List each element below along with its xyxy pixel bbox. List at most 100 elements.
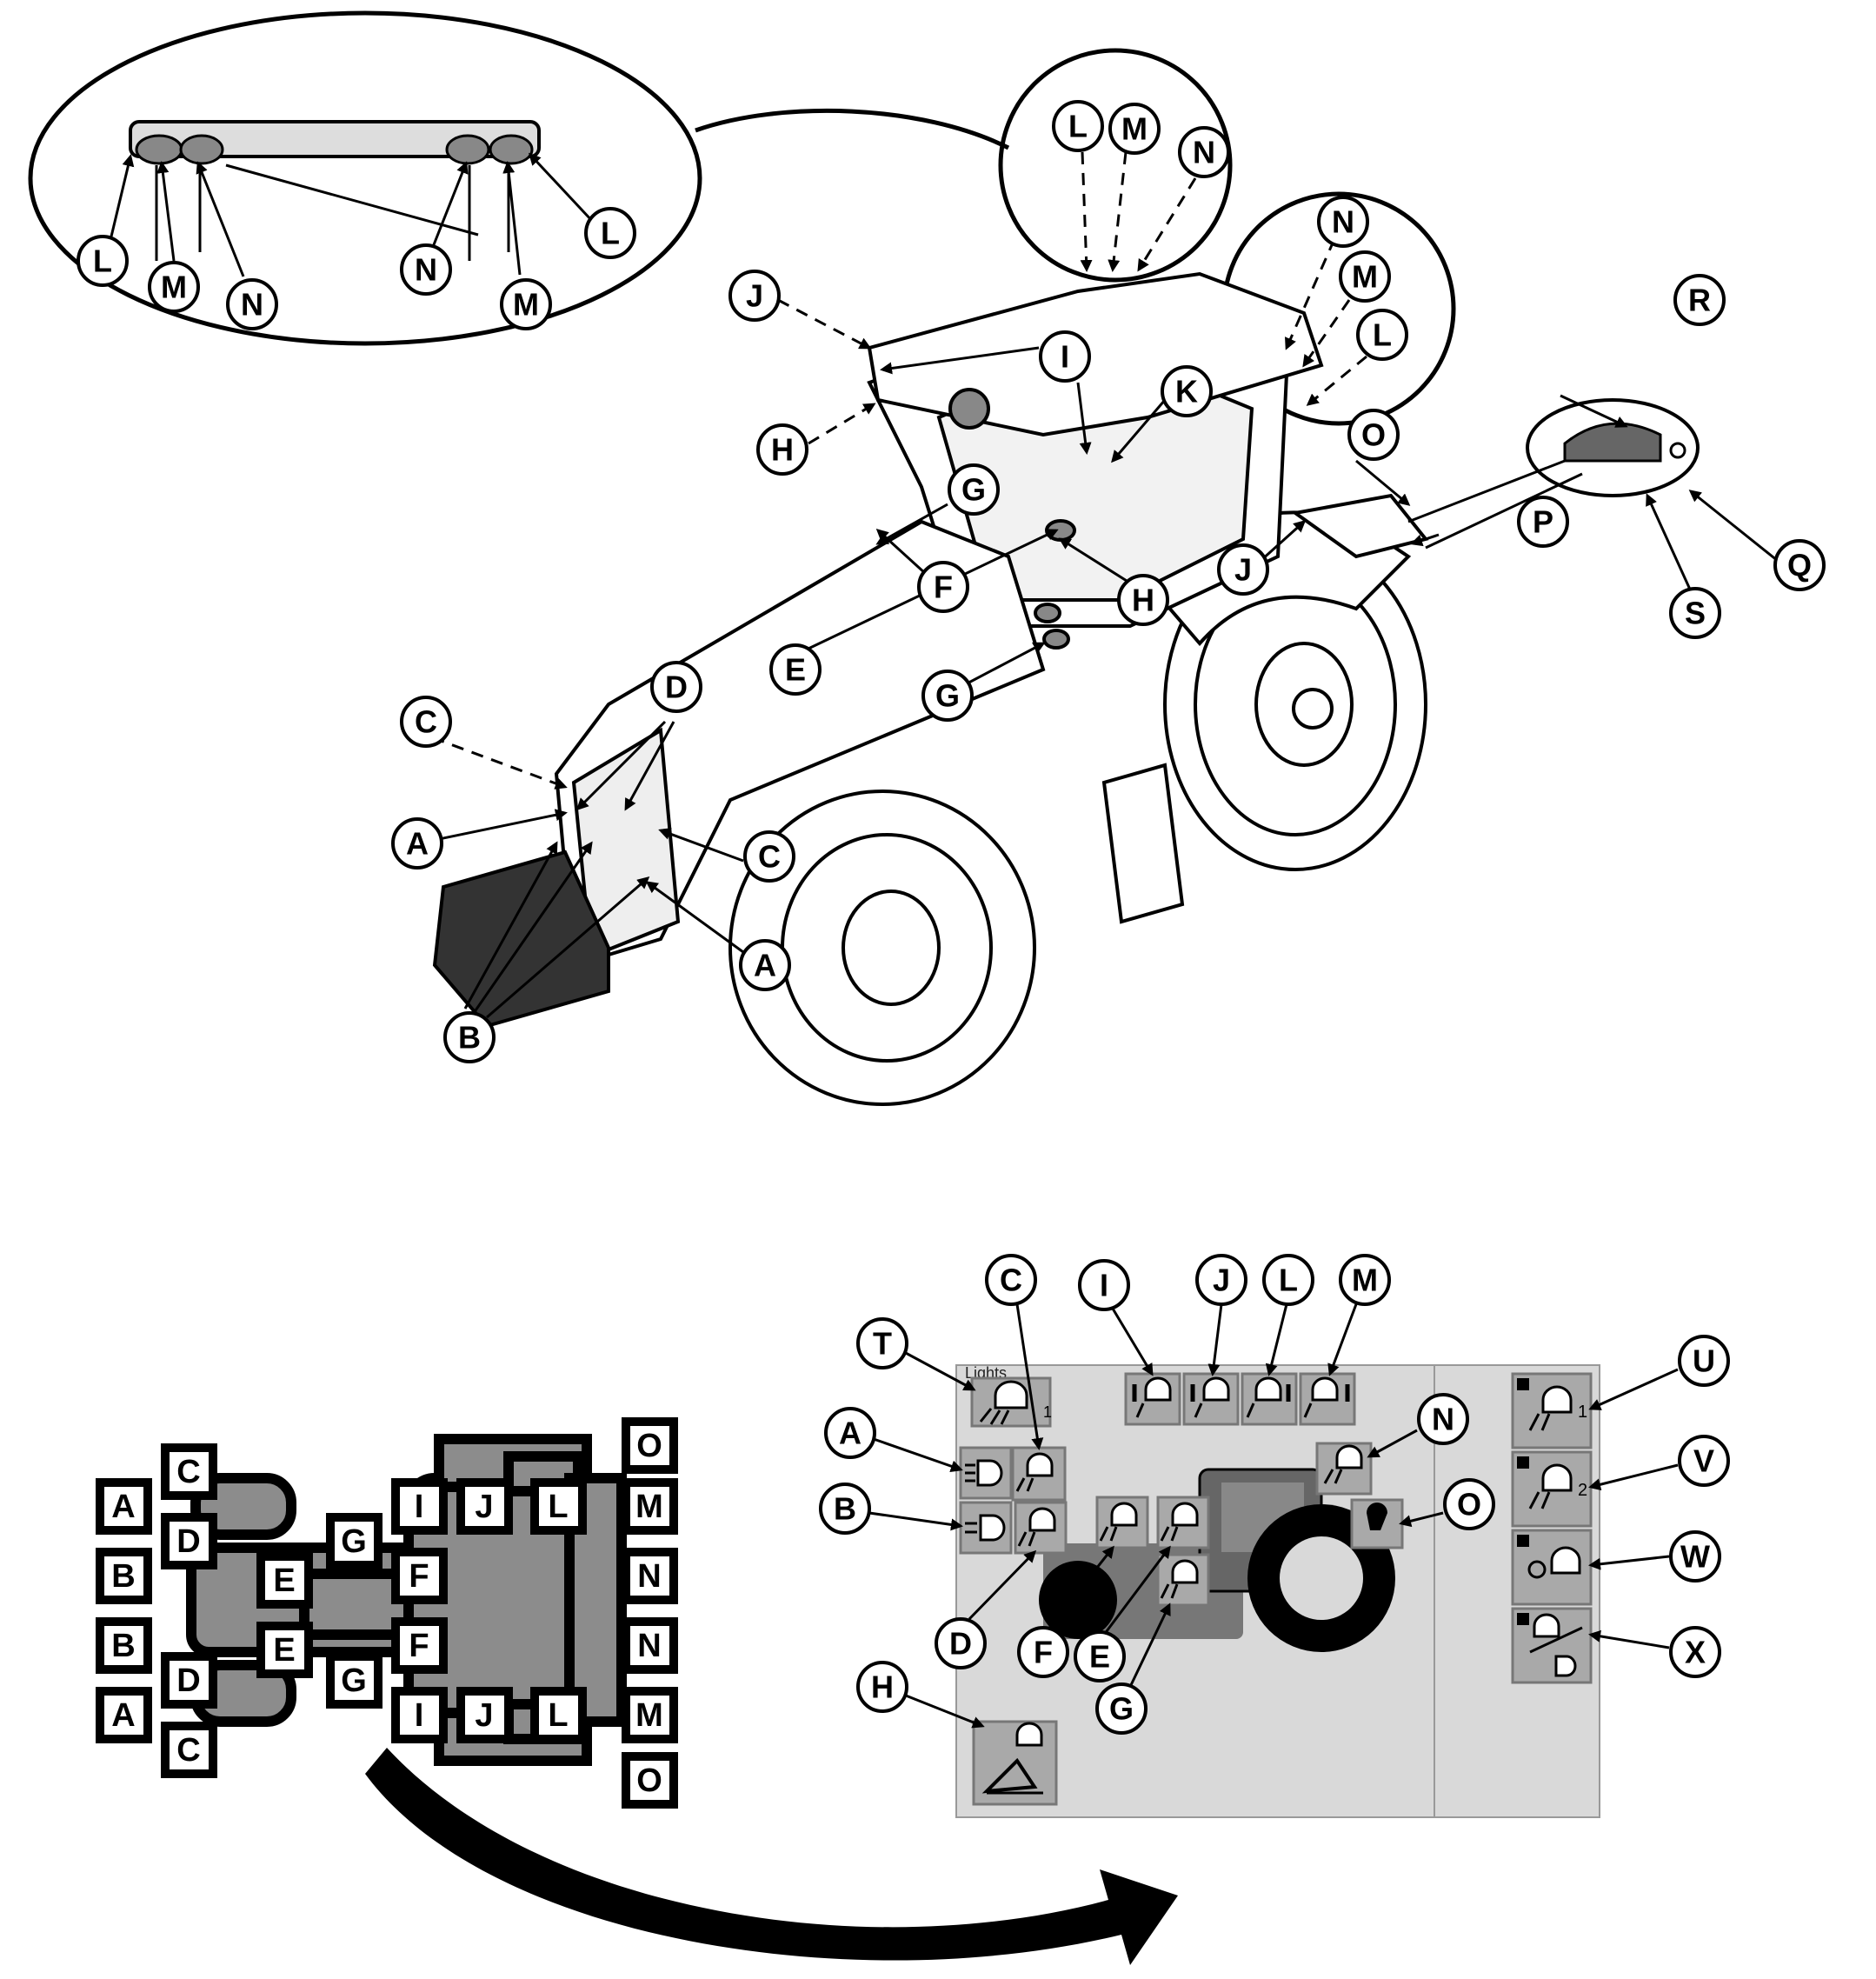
b-button[interactable] (959, 1501, 1013, 1555)
svg-text:D: D (665, 670, 688, 705)
plan-label-I-1: I (391, 1478, 448, 1535)
plan-label-B-2: B (96, 1617, 152, 1674)
svg-text:J: J (1234, 552, 1252, 588)
callout-L-3: L (1052, 100, 1104, 152)
callout-N-4: N (1317, 196, 1369, 248)
svg-text:S: S (1685, 596, 1706, 631)
display-callout-O: O (1443, 1478, 1495, 1530)
display-callout-D: D (935, 1617, 987, 1669)
svg-text:F: F (1034, 1635, 1053, 1670)
svg-text:N: N (637, 1628, 661, 1664)
plan-label-N-1: N (622, 1548, 678, 1604)
i-button[interactable] (1124, 1372, 1181, 1426)
display-callout-W: W (1669, 1530, 1721, 1583)
svg-text:M: M (1352, 259, 1378, 295)
display-callout-L: L (1262, 1254, 1314, 1306)
plan-label-N-2: N (622, 1617, 678, 1674)
svg-text:G: G (1109, 1691, 1134, 1727)
d-button[interactable] (1014, 1501, 1068, 1555)
n-button[interactable] (1315, 1442, 1373, 1496)
j-button[interactable] (1182, 1372, 1240, 1426)
svg-text:C: C (1000, 1263, 1022, 1298)
h-button[interactable] (972, 1720, 1058, 1806)
svg-text:N: N (415, 252, 437, 288)
svg-text:N: N (1432, 1402, 1454, 1437)
svg-text:L: L (1068, 109, 1088, 144)
display-leaders (868, 1303, 1679, 1729)
callout-P: P (1517, 496, 1569, 548)
plan-label-C-bottom: C (161, 1722, 217, 1778)
o-button[interactable] (1350, 1498, 1404, 1549)
plan-label-M-1: M (622, 1478, 678, 1535)
svg-text:C: C (758, 839, 781, 875)
callout-J-2: J (1217, 543, 1269, 596)
callout-M-2: M (500, 278, 552, 330)
svg-text:A: A (111, 1489, 135, 1525)
f-button[interactable] (1095, 1496, 1149, 1549)
svg-text:B: B (458, 1020, 481, 1056)
svg-text:M: M (635, 1489, 663, 1525)
x-button[interactable] (1511, 1607, 1593, 1684)
callout-B: B (443, 1011, 496, 1063)
callout-A-1: A (391, 817, 443, 870)
svg-text:D: D (176, 1662, 200, 1699)
svg-text:1: 1 (1578, 1403, 1587, 1422)
svg-text:G: G (341, 1662, 367, 1699)
callout-J-1: J (728, 270, 781, 322)
svg-text:O: O (636, 1762, 662, 1799)
callout-M-3: M (1108, 103, 1161, 155)
v-button[interactable]: 2 (1511, 1450, 1593, 1528)
svg-text:C: C (415, 704, 437, 740)
plan-label-D-2: D (161, 1652, 217, 1709)
m-button[interactable] (1299, 1372, 1356, 1426)
lights-display: Lights 1 (819, 1254, 1730, 1818)
callout-G-1: G (948, 463, 1000, 516)
c-button[interactable] (1011, 1446, 1067, 1502)
callout-C-1: C (400, 696, 452, 748)
l-button[interactable] (1241, 1372, 1298, 1426)
svg-text:B: B (834, 1491, 856, 1527)
rear-light-bar (129, 120, 541, 261)
t-headlight-button[interactable]: 1 (970, 1376, 1052, 1428)
e-button[interactable] (1156, 1496, 1210, 1549)
display-callout-A: A (824, 1407, 876, 1459)
callout-K: K (1161, 365, 1213, 417)
svg-text:C: C (176, 1454, 200, 1490)
svg-text:M: M (513, 287, 539, 323)
svg-text:L: L (548, 1489, 568, 1525)
callout-E: E (769, 643, 822, 696)
svg-text:H: H (871, 1669, 894, 1705)
display-callout-X: X (1669, 1626, 1721, 1678)
plan-label-I-2: I (391, 1687, 448, 1743)
callout-A-2: A (739, 939, 791, 991)
zoom-oval-arrows (110, 152, 595, 277)
callout-I: I (1039, 330, 1091, 383)
tractor-illustration (432, 271, 1429, 1106)
svg-text:E: E (273, 1632, 295, 1669)
a-button[interactable] (959, 1446, 1013, 1500)
svg-text:E: E (785, 652, 806, 688)
svg-text:L: L (548, 1697, 568, 1734)
plan-view-label-squares: A B B A C D D C E E G G I F F I J J L L … (96, 1417, 678, 1809)
plan-label-L-2: L (530, 1687, 587, 1743)
tractor-leaders (412, 151, 1779, 1019)
svg-text:G: G (935, 678, 960, 714)
rear-light-zoom-oval (28, 10, 702, 346)
display-callout-J: J (1195, 1254, 1247, 1306)
callout-O: O (1347, 409, 1400, 461)
svg-text:F: F (409, 1558, 429, 1595)
svg-text:P: P (1533, 504, 1553, 540)
svg-text:W: W (1680, 1539, 1710, 1575)
svg-text:Q: Q (1787, 548, 1812, 583)
svg-text:A: A (839, 1416, 861, 1451)
display-callout-G: G (1095, 1682, 1148, 1735)
u-button[interactable]: 1 (1511, 1372, 1593, 1449)
callout-R: R (1673, 274, 1726, 326)
svg-text:N: N (637, 1558, 661, 1595)
w-button[interactable] (1511, 1529, 1593, 1606)
svg-text:O: O (1457, 1487, 1481, 1523)
display-callout-I: I (1078, 1259, 1130, 1311)
g-button[interactable] (1156, 1553, 1210, 1607)
display-callout-E: E (1074, 1630, 1126, 1682)
